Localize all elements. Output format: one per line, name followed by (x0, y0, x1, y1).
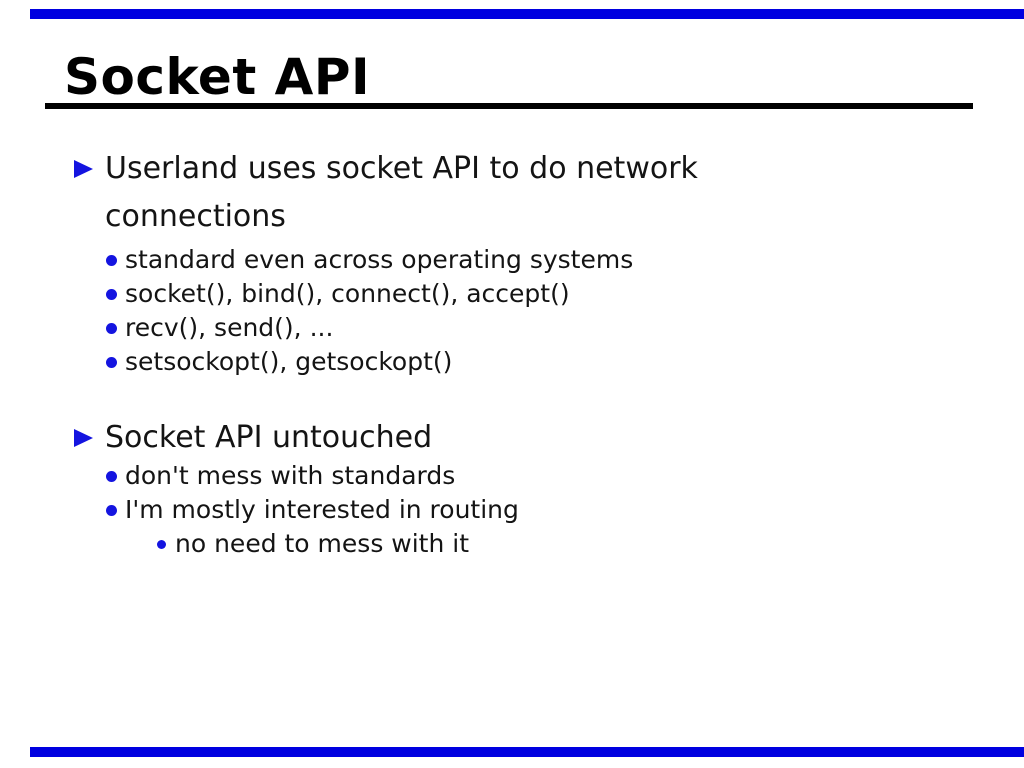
sub-bullet-text: socket(), bind(), connect(), accept() (125, 279, 570, 308)
sub-bullet-text: standard even across operating systems (125, 245, 634, 274)
sub-bullet-item: setsockopt(), getsockopt() (106, 347, 452, 377)
bullet-text: Userland uses socket API to do network (105, 151, 698, 186)
sub-bullet-text: I'm mostly interested in routing (125, 495, 519, 524)
title-underline (45, 103, 973, 109)
dot-bullet-icon (106, 254, 117, 266)
dot-bullet-icon (106, 504, 117, 516)
sub-bullet-text: recv(), send(), ... (125, 313, 334, 342)
triangle-bullet-icon (74, 160, 93, 178)
bottom-decor-bar (30, 747, 1024, 757)
sub-bullet-item: I'm mostly interested in routing (106, 495, 519, 525)
bullet-item: Socket API untouched (74, 420, 432, 456)
bullet-item: Userland uses socket API to do network (74, 151, 698, 187)
slide-title: Socket API (64, 48, 371, 106)
dot-bullet-icon (106, 356, 117, 368)
dot-bullet-icon (106, 288, 117, 300)
dot-bullet-icon (106, 470, 117, 482)
bullet-text: connections (105, 199, 286, 234)
triangle-bullet-icon (74, 429, 93, 447)
dot-bullet-icon (106, 322, 117, 334)
sub-bullet-text: setsockopt(), getsockopt() (125, 347, 453, 376)
sub-bullet-text: don't mess with standards (125, 461, 456, 490)
sub-sub-bullet-item: no need to mess with it (157, 529, 469, 559)
top-decor-bar (30, 9, 1024, 19)
bullet-text: Socket API untouched (105, 420, 433, 455)
dot-bullet-icon (157, 539, 166, 549)
sub-sub-bullet-text: no need to mess with it (175, 529, 470, 558)
sub-bullet-item: socket(), bind(), connect(), accept() (106, 279, 570, 309)
sub-bullet-item: recv(), send(), ... (106, 313, 333, 343)
sub-bullet-item: don't mess with standards (106, 461, 455, 491)
sub-bullet-item: standard even across operating systems (106, 245, 633, 275)
bullet-text-continuation: connections (105, 199, 286, 235)
